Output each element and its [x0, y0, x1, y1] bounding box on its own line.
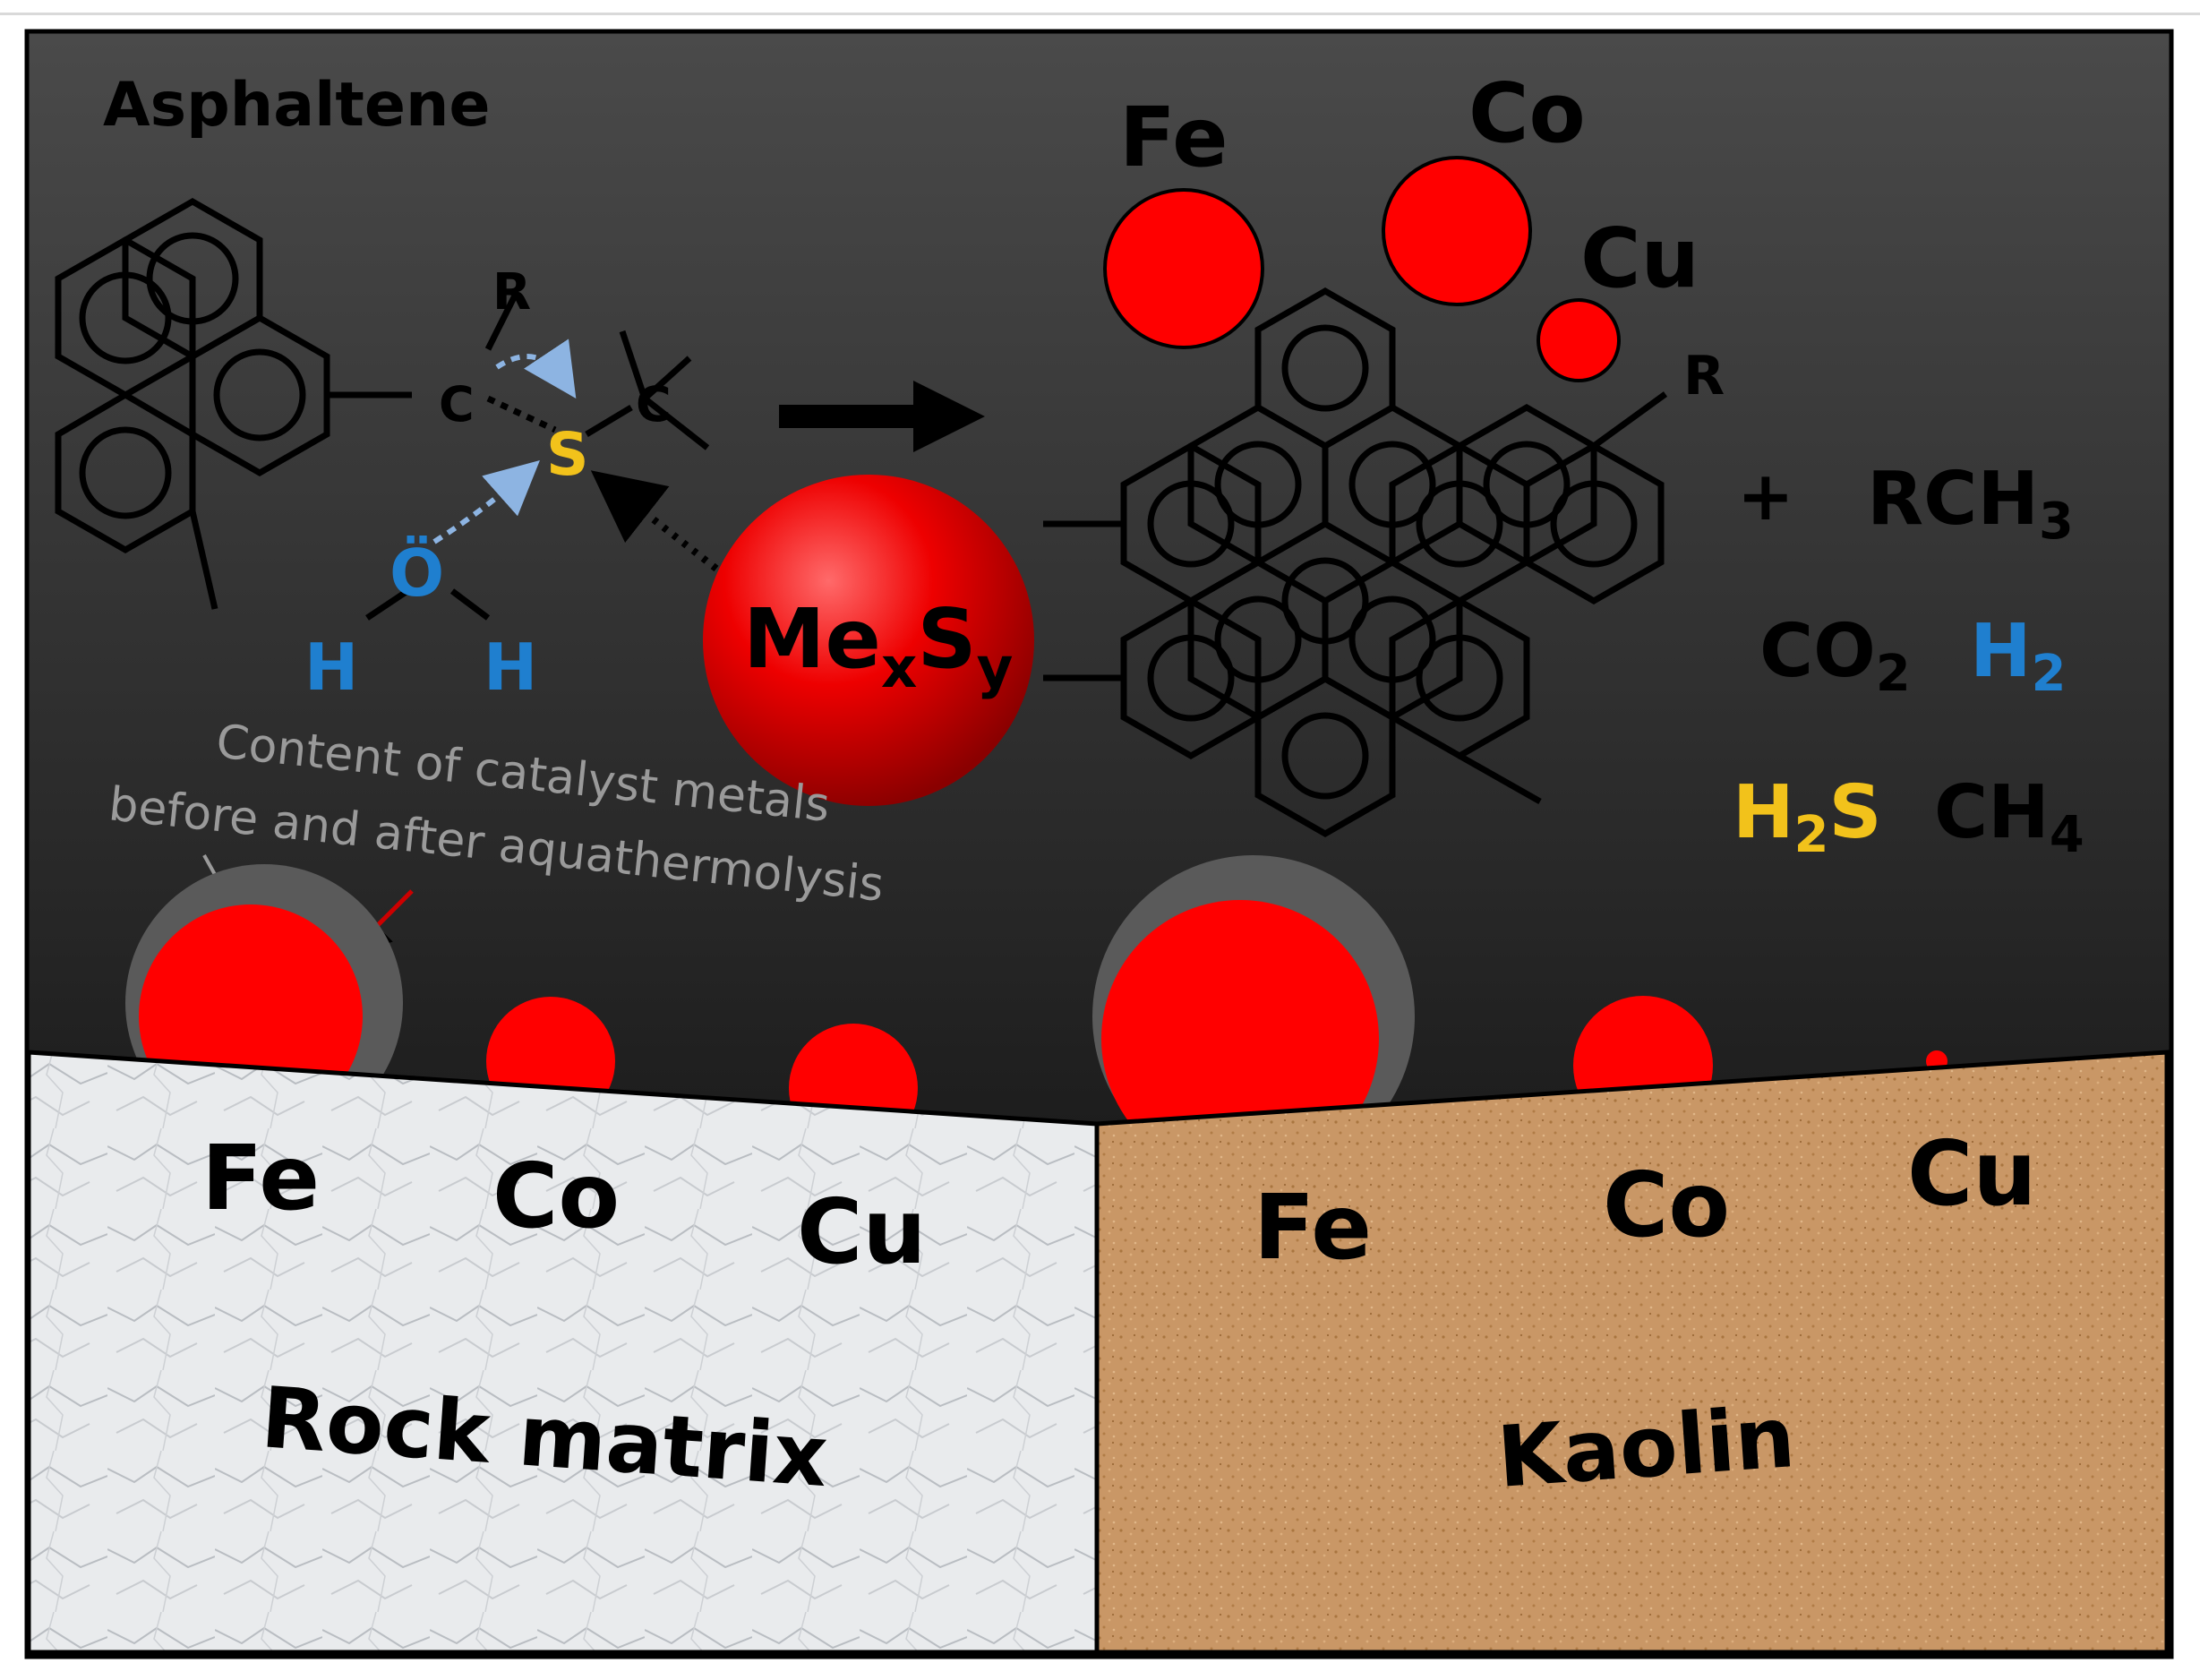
electron-shift-arrow — [495, 339, 577, 399]
cu-particle-top — [1537, 298, 1621, 382]
co-particle-top — [1382, 156, 1532, 306]
co-label-rock: Co — [492, 1144, 620, 1248]
asphaltene-molecule — [55, 197, 710, 621]
cu-label-rock: Cu — [797, 1179, 927, 1284]
product-rch3: RCH3 — [1867, 457, 2074, 551]
product-h2s: H2S — [1733, 770, 1882, 864]
hydrogen-left: H — [304, 630, 358, 705]
reaction-arrow — [779, 381, 985, 452]
kaolin-label: Kaolin — [1494, 1389, 1798, 1507]
fe-label-rock: Fe — [201, 1126, 320, 1230]
plus-sign: + — [1737, 456, 1794, 536]
top-divider — [0, 13, 2200, 15]
kaolin-block — [1094, 1050, 2170, 1655]
hydrogen-right: H — [484, 630, 537, 705]
oxygen-atom: Ö — [389, 536, 444, 611]
catalyst-attack-arrow — [590, 470, 719, 572]
catalyst-sphere — [703, 475, 1034, 806]
cu-label-top: Cu — [1580, 210, 1699, 306]
cu-label-kaolin: Cu — [1907, 1121, 2037, 1226]
asphaltene-label: Asphaltene — [103, 70, 491, 141]
co-label-top: Co — [1468, 65, 1586, 161]
carbon-right: C — [636, 376, 672, 433]
upgraded-molecule — [1043, 287, 1668, 838]
r-group-left: R — [492, 263, 531, 321]
catalyst-formula: MexSy — [743, 591, 1013, 700]
sulfur-atom: S — [546, 420, 589, 489]
product-co2: CO2 — [1759, 609, 1911, 703]
fe-label-top: Fe — [1119, 90, 1228, 185]
rock-matrix-block — [26, 1050, 1100, 1655]
co-label-kaolin: Co — [1603, 1153, 1730, 1257]
r-group-right: R — [1683, 345, 1725, 407]
fe-particle-top — [1103, 188, 1264, 349]
product-h2: H2 — [1970, 609, 2066, 703]
water-attack-arrow — [432, 460, 540, 544]
product-ch4: CH4 — [1934, 770, 2084, 864]
fe-label-kaolin: Fe — [1254, 1175, 1372, 1280]
carbon-left: C — [439, 376, 475, 433]
